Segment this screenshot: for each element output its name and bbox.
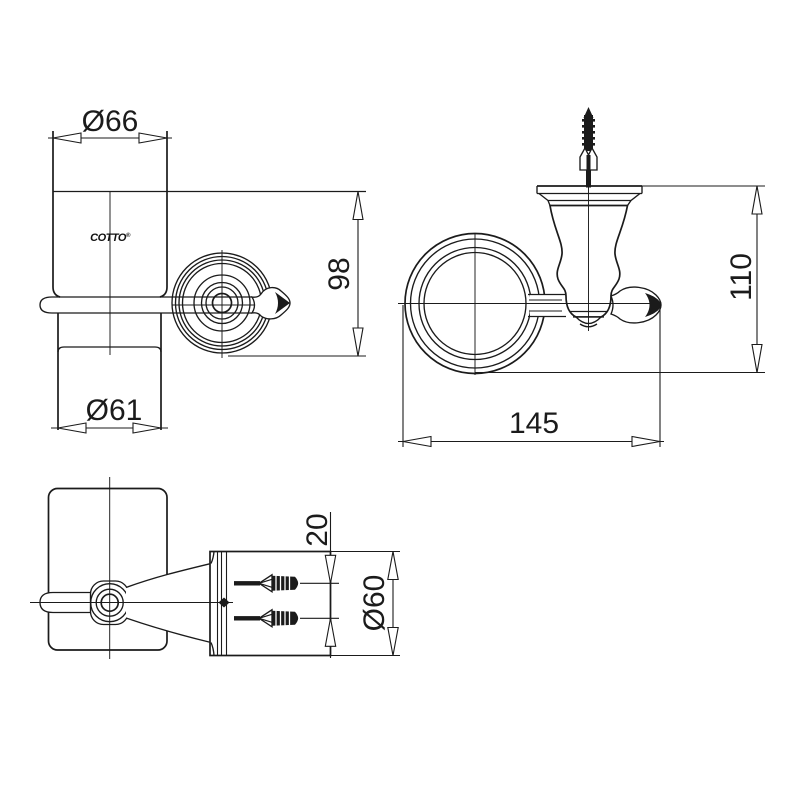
bracket-fill	[126, 563, 211, 643]
anchor-tip	[293, 612, 299, 624]
screw-rod	[586, 170, 591, 188]
screw-thread-1	[582, 119, 595, 122]
dim-cup-height: 98	[167, 190, 366, 357]
ring-bracket-nub	[528, 293, 566, 318]
arrowhead-left	[402, 435, 432, 448]
dim-label-width: 145	[509, 407, 559, 440]
flange-flare-top	[210, 551, 215, 564]
bell-rim-step-left	[538, 192, 551, 206]
dim-label-height: 98	[323, 257, 356, 290]
screw-rod	[234, 616, 260, 621]
arrowhead-up	[324, 618, 337, 647]
brand-logo-text: COTTO	[90, 232, 127, 244]
dim-label-bottom-diameter: Ø61	[86, 394, 143, 427]
dim-flange-diameter: Ø60	[330, 550, 400, 657]
view-cup-side: COTTO®	[39, 105, 366, 434]
flap-line-2	[258, 582, 273, 588]
dim-label-height: 110	[725, 253, 758, 301]
dim-holder-width: 145	[398, 305, 664, 448]
screw-thread-3	[582, 131, 595, 134]
finial-bulb	[250, 286, 291, 320]
finial-tip	[275, 292, 290, 314]
bracket-arm	[125, 562, 212, 644]
dim-cup-bottom-diameter: Ø61	[51, 394, 168, 434]
brand-logo: COTTO®	[90, 232, 131, 244]
dim-screw-spacing: 20	[301, 512, 337, 658]
flange-flare-bottom	[210, 642, 215, 656]
mounting-screw	[579, 107, 598, 188]
bracket-bottom-edge	[125, 617, 212, 644]
arrowhead-down	[751, 343, 763, 373]
anchor-screw-upper	[234, 573, 339, 594]
flange-cylinder	[209, 550, 332, 657]
cup-left-fillet	[52, 286, 61, 298]
bracket-top-edge	[125, 562, 212, 589]
cup-plan-outline	[47, 487, 168, 651]
anchor-screw-lower	[234, 608, 339, 629]
arrowhead-left	[52, 132, 82, 144]
screw-thread-2	[582, 125, 595, 128]
arrowhead-right	[132, 422, 162, 434]
arrowhead-up	[352, 191, 364, 221]
screw-rod	[234, 581, 260, 586]
anchor-slot	[586, 155, 591, 170]
screw-thread-4	[582, 137, 595, 140]
anchor-tip	[293, 577, 299, 589]
arrowhead-right	[631, 435, 661, 448]
bell-rim-step-right	[626, 192, 641, 206]
arrowhead-right	[138, 132, 168, 144]
dim-holder-height: 110	[475, 185, 765, 374]
arrowhead-up	[751, 185, 763, 215]
arrowhead-down	[324, 554, 337, 584]
view-holder-plan: 20 Ø60	[30, 477, 400, 659]
arrowhead-down	[387, 626, 399, 656]
cup-shoulder-line	[57, 346, 162, 353]
tumbler-rail	[39, 296, 288, 314]
arrowhead-up	[387, 551, 399, 581]
wall-flange-side	[171, 250, 273, 358]
holder-cup-front	[536, 183, 643, 331]
arrowhead-left	[57, 422, 87, 434]
flap-line-2	[258, 617, 273, 623]
rail-outline	[39, 296, 252, 314]
rail-finial-front	[610, 286, 662, 324]
arrowhead-down	[352, 327, 364, 357]
nub-fill	[530, 294, 564, 317]
brand-logo-mark: ®	[126, 232, 131, 239]
dim-label-screw-spacing: 20	[301, 513, 334, 546]
rail-finial	[250, 286, 291, 320]
dim-cup-top-diameter: Ø66	[48, 105, 172, 144]
dim-label-top-diameter: Ø66	[82, 105, 139, 138]
plan-centerlines	[30, 477, 233, 659]
section-marker-dot	[218, 597, 230, 608]
cup-body: COTTO®	[52, 131, 366, 430]
dim-label-flange-diameter: Ø60	[358, 575, 391, 632]
screw-thread-5	[582, 143, 595, 146]
finial-tip	[645, 293, 661, 317]
cup-right-fillet	[159, 286, 168, 298]
view-holder-front: 110 145	[398, 107, 765, 448]
flap-line-1	[258, 613, 273, 619]
flap-line-1	[258, 578, 273, 584]
